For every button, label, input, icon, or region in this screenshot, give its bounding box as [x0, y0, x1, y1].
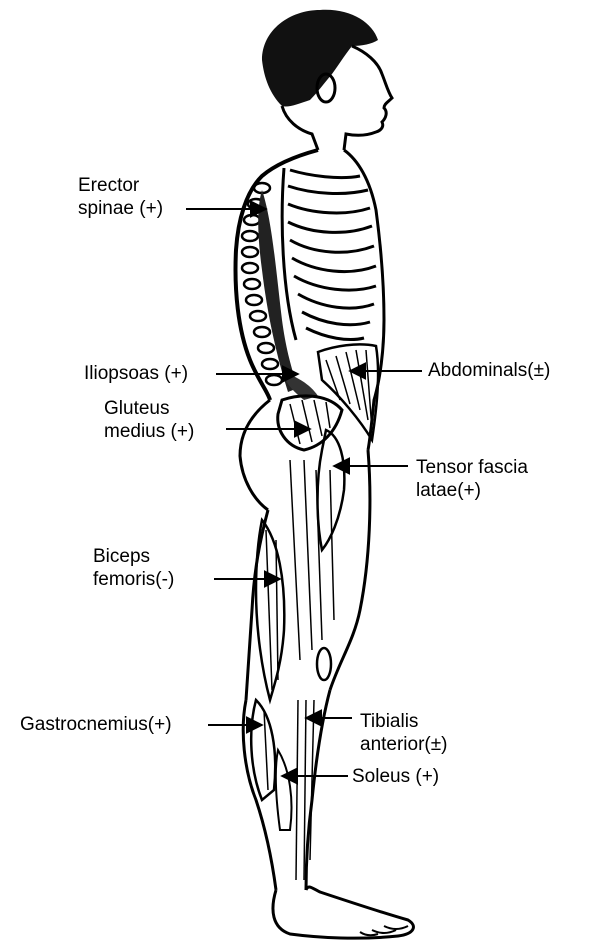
- gastrocnemius-muscle: [251, 700, 275, 800]
- ribcage: [282, 168, 376, 340]
- label-gluteus-medius: Gluteus medius (+): [104, 397, 194, 443]
- label-biceps-femoris: Biceps femoris(-): [93, 545, 174, 591]
- label-line: latae(+): [416, 479, 528, 502]
- label-iliopsoas: Iliopsoas (+): [84, 362, 188, 385]
- label-line: Abdominals(±): [428, 359, 550, 382]
- label-line: Iliopsoas (+): [84, 362, 188, 385]
- front-outline: [344, 150, 384, 450]
- label-line: Tibialis: [360, 710, 448, 733]
- label-gastrocnemius: Gastrocnemius(+): [20, 713, 172, 736]
- label-line: Tensor fascia: [416, 456, 528, 479]
- label-line: spinae (+): [78, 197, 163, 220]
- label-line: Gastrocnemius(+): [20, 713, 172, 736]
- thigh-front-outline: [330, 450, 370, 690]
- label-tibialis-anterior: Tibialis anterior(±): [360, 710, 448, 756]
- buttock-outline: [240, 400, 270, 510]
- shin-outline: [306, 690, 330, 890]
- kneecap: [317, 648, 331, 680]
- label-soleus: Soleus (+): [352, 765, 439, 788]
- label-line: femoris(-): [93, 568, 174, 591]
- label-erector-spinae: Erector spinae (+): [78, 174, 163, 220]
- label-tensor-fascia-latae: Tensor fascia latae(+): [416, 456, 528, 502]
- gluteus-muscle: [278, 396, 342, 450]
- label-line: anterior(±): [360, 733, 448, 756]
- label-line: Soleus (+): [352, 765, 439, 788]
- hair: [262, 10, 378, 107]
- toes: [360, 926, 408, 935]
- label-abdominals: Abdominals(±): [428, 359, 550, 382]
- label-line: Erector: [78, 174, 163, 197]
- thigh-striations: [266, 460, 334, 690]
- soleus-muscle: [276, 750, 292, 830]
- label-line: Gluteus: [104, 397, 194, 420]
- label-line: medius (+): [104, 420, 194, 443]
- label-line: Biceps: [93, 545, 174, 568]
